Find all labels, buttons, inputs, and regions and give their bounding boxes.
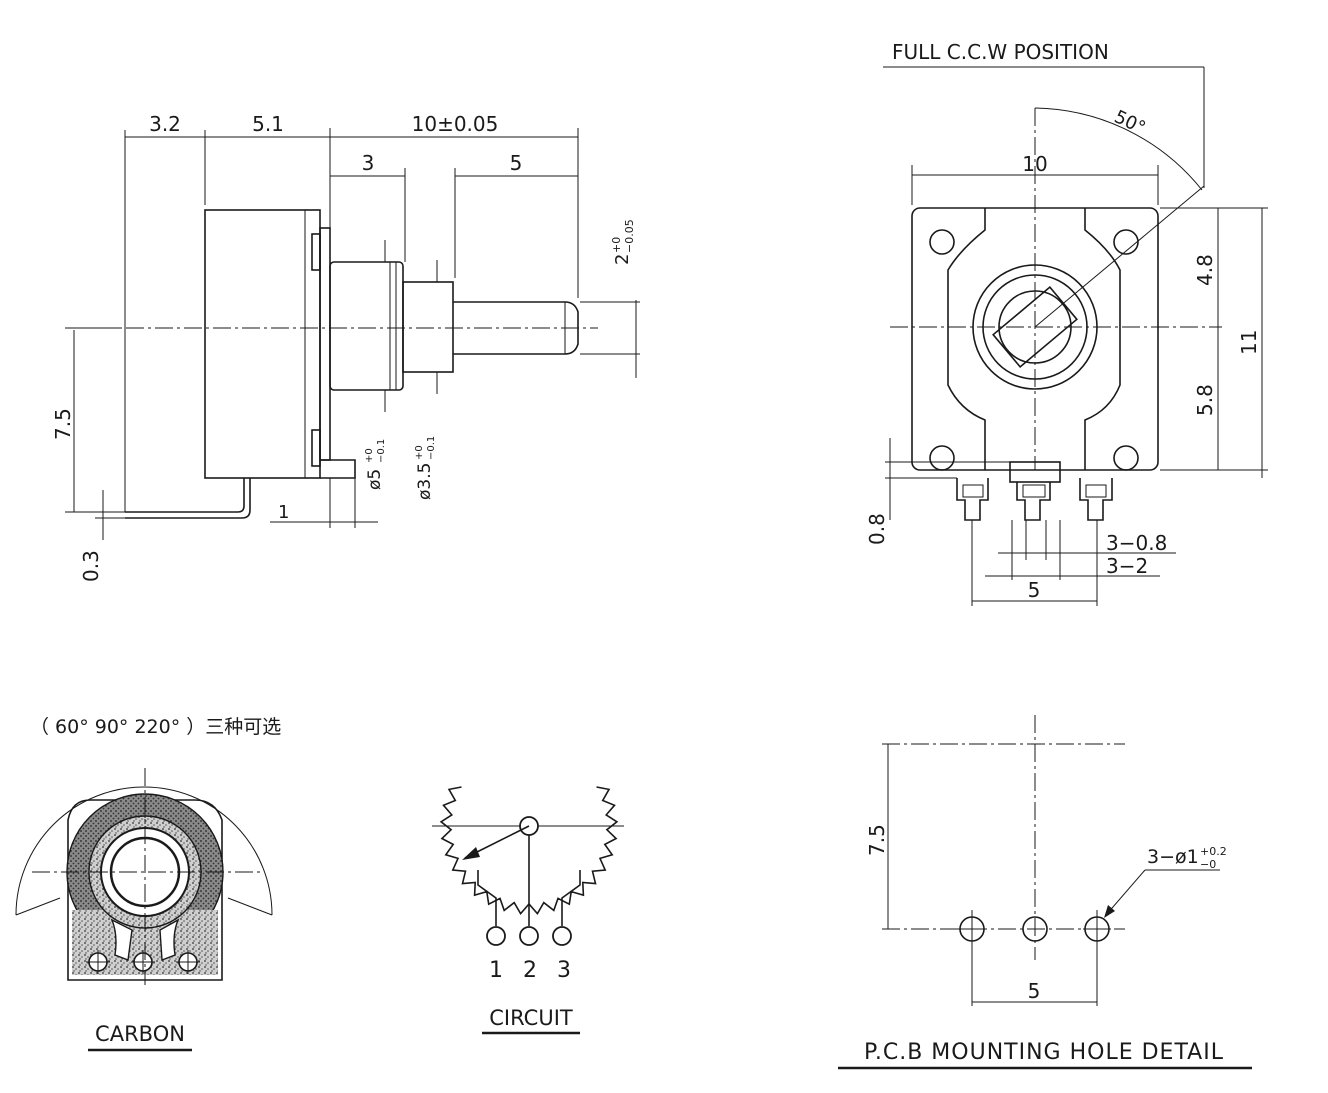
svg-text:2: 2 [612, 254, 633, 265]
pcb-view: 7.5 5 3−ø1 +0.2 −0 P.C.B MOUNTING HOLE D… [838, 715, 1252, 1070]
dim-0-3: 0.3 [79, 550, 103, 582]
shaft [453, 301, 579, 355]
dim-5-1: 5.1 [252, 112, 284, 136]
carbon-view: （ 60° 90° 220° ）三种可选 CARBON [15, 716, 281, 1052]
svg-text:+0: +0 [610, 237, 623, 253]
side-view: 3.2 5.1 10±0.05 3 5 2 +0 −0.05 7.5 0.3 1… [51, 112, 640, 582]
svg-text:−0: −0 [1200, 858, 1216, 871]
dim-10: 10±0.05 [412, 112, 499, 136]
pcb-hole-2 [1022, 916, 1048, 942]
circuit-label: CIRCUIT [489, 1006, 573, 1030]
svg-text:11: 11 [1237, 330, 1261, 355]
svg-text:+0: +0 [364, 448, 375, 463]
front-dim-3-2: 3−2 [1106, 554, 1148, 578]
bushing [329, 261, 404, 391]
dim-1: 1 [278, 502, 289, 523]
pcb-dim-5: 5 [1028, 979, 1041, 1003]
svg-text:+0.2: +0.2 [1200, 845, 1227, 858]
front-dim-5: 5 [1028, 578, 1041, 602]
dim-5: 5 [510, 151, 523, 175]
carbon-body [67, 799, 223, 981]
svg-text:4.8: 4.8 [1193, 254, 1217, 286]
mount-hole-tl [929, 229, 955, 255]
svg-text:−0.1: −0.1 [376, 439, 387, 463]
front-body [911, 207, 1159, 471]
svg-text:ø3.5: ø3.5 [415, 463, 435, 500]
angles-note: （ 60° 90° 220° ）三种可选 [30, 716, 281, 738]
pin-label-3: 3 [557, 958, 571, 983]
carbon-label: CARBON [95, 1022, 185, 1046]
front-dim-3-0-8: 3−0.8 [1106, 531, 1167, 555]
shaft-outer-ring [972, 264, 1098, 390]
mount-hole-bl [929, 445, 955, 471]
circuit-pin-1 [486, 926, 506, 946]
ccw-position-label: FULL C.C.W POSITION [892, 40, 1109, 64]
front-dim-11: 11 [1237, 330, 1261, 355]
svg-text:+0: +0 [414, 445, 425, 460]
pin-label-2: 2 [523, 958, 537, 983]
front-dim-4-8: 4.8 [1193, 254, 1217, 286]
svg-text:5.8: 5.8 [1193, 384, 1217, 416]
pot-body [204, 209, 321, 479]
pcb-label: P.C.B MOUNTING HOLE DETAIL [864, 1040, 1224, 1065]
svg-text:3−ø1: 3−ø1 [1147, 846, 1199, 868]
svg-text:7.5: 7.5 [865, 824, 889, 856]
dim-7-5: 7.5 [51, 408, 75, 440]
front-dim-0-8: 0.8 [865, 513, 889, 545]
angle-label: 50° [1111, 106, 1149, 139]
svg-text:0.8: 0.8 [865, 513, 889, 545]
circuit-view: 1 2 3 CIRCUIT [432, 786, 624, 1035]
collar [402, 281, 454, 373]
dim-2: 2 +0 −0.05 [610, 219, 636, 265]
svg-text:0.3: 0.3 [79, 550, 103, 582]
pcb-terminal [125, 478, 245, 513]
svg-text:−0.05: −0.05 [623, 219, 636, 253]
svg-text:ø5: ø5 [365, 469, 385, 490]
hole-note: 3−ø1 +0.2 −0 [1147, 845, 1227, 871]
dia-5: ø5 +0 −0.1 [364, 439, 387, 490]
dia-3-5: ø3.5 +0 −0.1 [414, 436, 437, 500]
front-view: FULL C.C.W POSITION 50° 10 4.8 5.8 11 0.… [865, 40, 1268, 606]
dim-3: 3 [362, 151, 375, 175]
rotation-arc [15, 786, 273, 916]
circuit-pin-3 [552, 926, 572, 946]
svg-text:7.5: 7.5 [51, 408, 75, 440]
circuit-pin-2 [519, 926, 539, 946]
mount-hole-tr [1113, 229, 1139, 255]
pin-label-1: 1 [489, 958, 503, 983]
front-dim-5-8: 5.8 [1193, 384, 1217, 416]
svg-text:−0.1: −0.1 [426, 436, 437, 460]
front-dim-10: 10 [1022, 152, 1047, 176]
mount-hole-br [1113, 445, 1139, 471]
pcb-dim-7-5: 7.5 [865, 824, 889, 856]
dim-3-2: 3.2 [149, 112, 181, 136]
